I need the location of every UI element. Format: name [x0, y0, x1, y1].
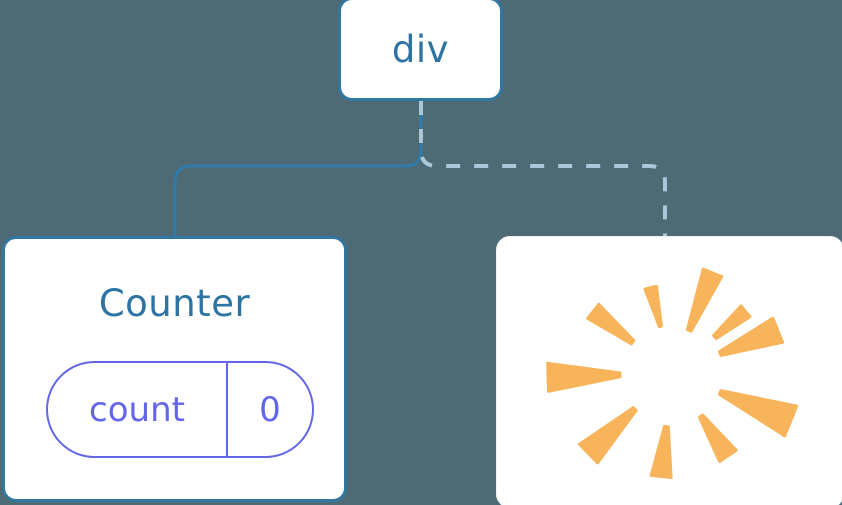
- sparkle-ray-2: [643, 284, 663, 329]
- state-pill-count[interactable]: count 0: [46, 361, 314, 458]
- sparkle-ray-3: [586, 302, 636, 346]
- sparkle-ray-7: [697, 413, 738, 463]
- node-div[interactable]: div: [338, 0, 503, 101]
- node-counter-title: Counter: [98, 282, 251, 325]
- connector-root-to-effect: [419, 101, 667, 236]
- state-pill-value: 0: [259, 389, 281, 430]
- sparkle-ray-10: [712, 304, 752, 340]
- sparkle-ray-1: [685, 267, 724, 333]
- sparkle-ray-4: [546, 361, 622, 393]
- sparkle-ray-5: [578, 406, 638, 465]
- sparkle-ray-6: [649, 425, 673, 479]
- state-pill-key: count: [48, 363, 228, 456]
- node-effect[interactable]: [496, 236, 842, 505]
- sparkle-burst-icon: [546, 267, 799, 479]
- connector-root-to-counter: [173, 99, 423, 238]
- node-counter[interactable]: Counter count 0: [2, 236, 347, 502]
- node-div-label: div: [391, 27, 450, 71]
- sparkle-ray-8: [718, 389, 799, 438]
- sparkle-ray-9: [718, 316, 785, 357]
